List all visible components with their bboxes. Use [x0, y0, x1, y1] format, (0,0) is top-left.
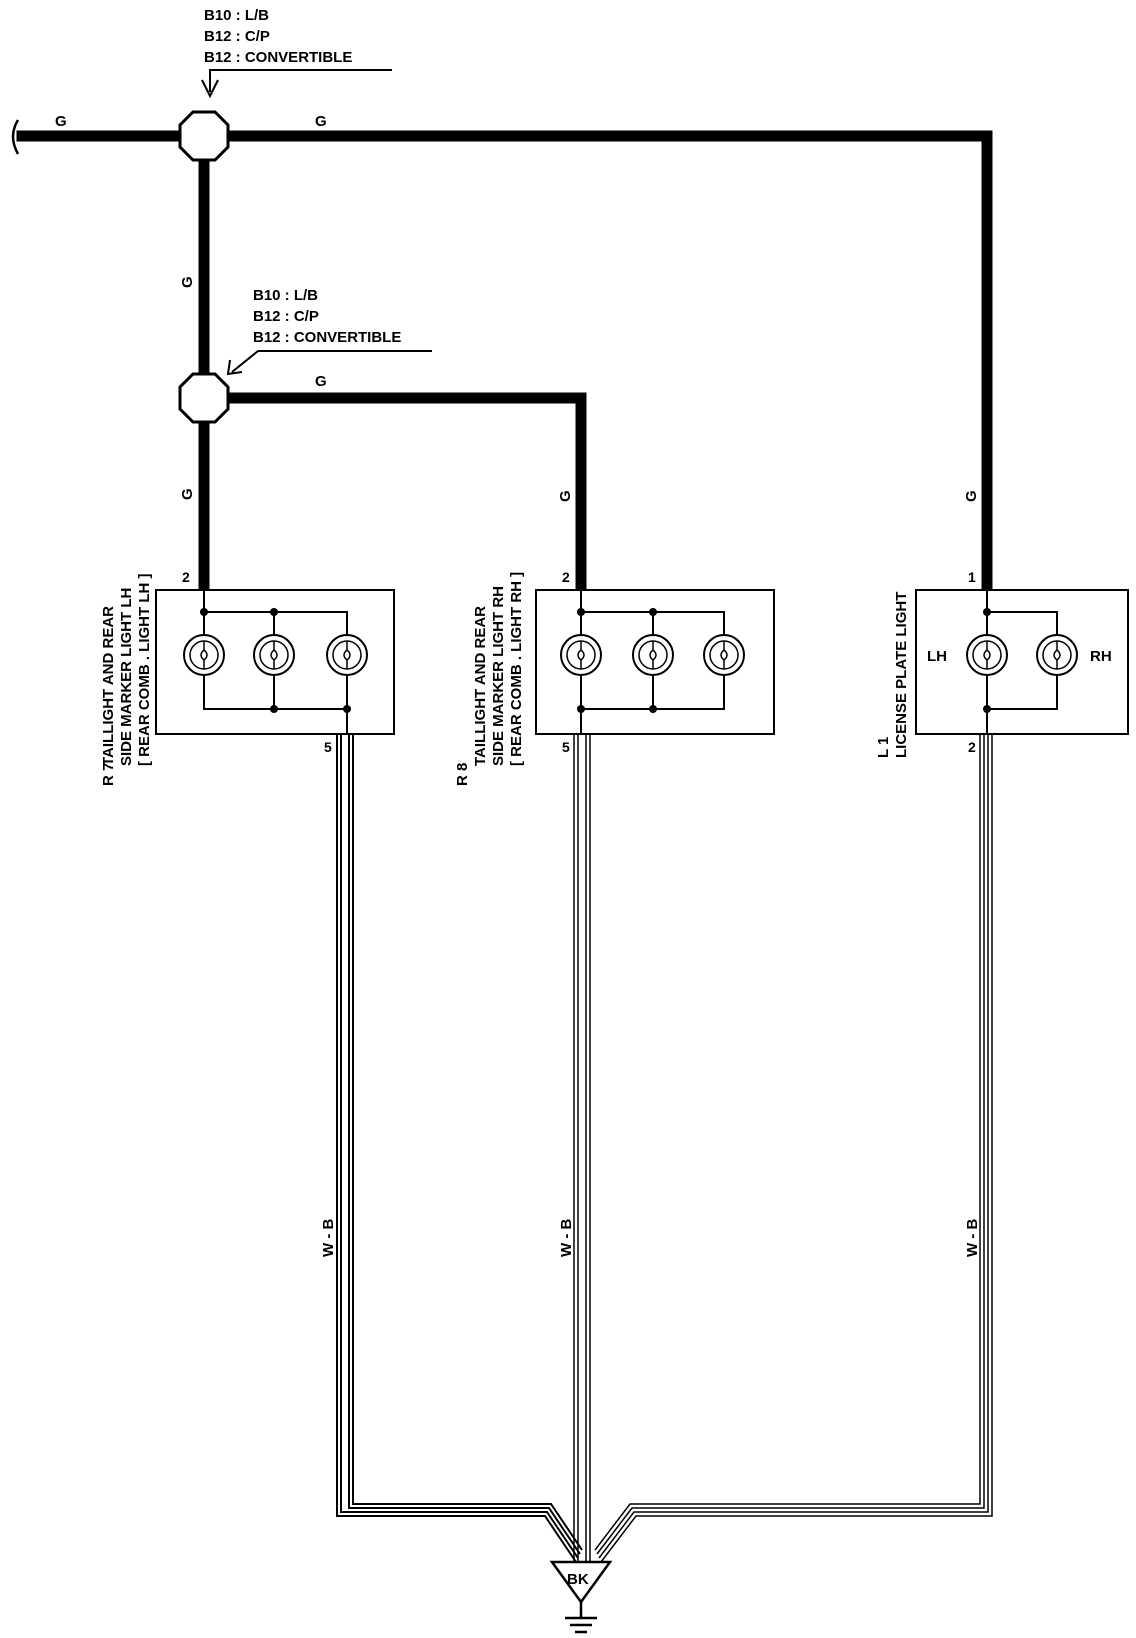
l1-pin-1: 1 — [968, 569, 976, 585]
wire-label-g-r8: G — [557, 490, 574, 502]
l1-id: L 1 — [875, 737, 892, 758]
l1-node — [983, 608, 991, 616]
l1-name-line-1: LICENSE PLATE LIGHT — [893, 592, 910, 758]
r8-name-line-2: SIDE MARKER LIGHT RH — [490, 586, 507, 766]
r8-name-line-3: [ REAR COMB . LIGHT RH ] — [508, 572, 525, 766]
r7-name-line-3: [ REAR COMB . LIGHT LH ] — [136, 574, 153, 766]
wire-g-mid-right — [222, 392, 587, 593]
junction-top-line-2: B12 : C/P — [204, 28, 270, 45]
wire-wb-l1 — [594, 735, 993, 1563]
junction-connector-mid — [178, 372, 230, 424]
component-r7: 2 5 R 7 TAILLIGHT AND REAR SIDE MARKER L… — [100, 569, 395, 786]
r7-node — [270, 705, 278, 713]
r8-node — [649, 705, 657, 713]
bulb-icon — [560, 634, 602, 676]
r7-name-line-1: TAILLIGHT AND REAR — [100, 606, 117, 766]
junction-mid-leader — [231, 350, 432, 373]
wire-label-wb-r8: W - B — [558, 1219, 575, 1257]
bulb-icon — [1036, 634, 1078, 676]
junction-mid-callout: B10 : L/B B12 : C/P B12 : CONVERTIBLE — [226, 287, 432, 376]
wire-g-top-right — [220, 130, 993, 593]
junction-mid-line-3: B12 : CONVERTIBLE — [253, 329, 401, 346]
component-r8: 2 5 R 8 TAILLIGHT AND REAR SIDE MARKER L… — [454, 569, 775, 786]
bulb-icon — [966, 634, 1008, 676]
wire-label-wb-r7: W - B — [320, 1219, 337, 1257]
junction-mid-line-2: B12 : C/P — [253, 308, 319, 325]
wire-label-wb-l1: W - B — [964, 1219, 981, 1257]
ground-bk-triangle — [549, 1560, 613, 1605]
wire-label-g-vertical-upper: G — [179, 276, 196, 288]
r8-node — [577, 705, 585, 713]
junction-top-line-3: B12 : CONVERTIBLE — [204, 49, 352, 66]
junction-top-callout: B10 : L/B B12 : C/P B12 : CONVERTIBLE — [201, 7, 392, 99]
junction-top-arrow — [201, 79, 219, 99]
r7-id: R 7 — [100, 763, 117, 786]
g-wire-network — [16, 130, 993, 593]
r7-name-line-2: SIDE MARKER LIGHT LH — [118, 588, 135, 766]
r8-node — [577, 608, 585, 616]
r7-node — [270, 608, 278, 616]
wire-label-g-l1: G — [963, 490, 980, 502]
ground-icon — [565, 1602, 597, 1634]
wire-end-bracket — [11, 119, 20, 155]
bulb-icon — [326, 634, 368, 676]
r8-name-line-1: TAILLIGHT AND REAR — [472, 606, 489, 766]
ground-point: BK — [549, 1560, 613, 1634]
bulb-icon — [632, 634, 674, 676]
wire-label-g-mid-right: G — [315, 373, 327, 390]
wb-wire-network — [336, 735, 993, 1563]
r8-pin-5: 5 — [562, 739, 570, 755]
junction-connector-top — [178, 110, 230, 162]
r7-pin-5: 5 — [324, 739, 332, 755]
r7-node — [200, 608, 208, 616]
junction-mid-arrow — [226, 359, 243, 376]
junction-mid-line-1: B10 : L/B — [253, 287, 318, 304]
wire-label-g-vertical-lower: G — [179, 488, 196, 500]
bulb-icon — [183, 634, 225, 676]
bulb-icon — [253, 634, 295, 676]
l1-bulb-lh-label: LH — [927, 648, 947, 665]
junction-top-leader — [209, 69, 392, 92]
r7-pin-2: 2 — [182, 569, 190, 585]
wire-wb-r8 — [573, 735, 591, 1562]
r8-pin-2: 2 — [562, 569, 570, 585]
ground-bk-label: BK — [567, 1571, 589, 1588]
junction-top-line-1: B10 : L/B — [204, 7, 269, 24]
component-l1: 1 2 LH RH L 1 LICENSE PLATE LIGHT — [875, 569, 1129, 758]
wire-wb-r7 — [336, 735, 583, 1563]
l1-pin-2: 2 — [968, 739, 976, 755]
wire-label-g-top-right: G — [315, 113, 327, 130]
bulb-icon — [703, 634, 745, 676]
wire-label-g-left: G — [55, 113, 67, 130]
l1-node — [983, 705, 991, 713]
r8-node — [649, 608, 657, 616]
l1-internal-wiring — [986, 590, 1058, 735]
l1-bulb-rh-label: RH — [1090, 648, 1112, 665]
r8-id: R 8 — [454, 763, 471, 786]
r7-internal-wiring — [203, 590, 348, 735]
r7-node — [343, 705, 351, 713]
